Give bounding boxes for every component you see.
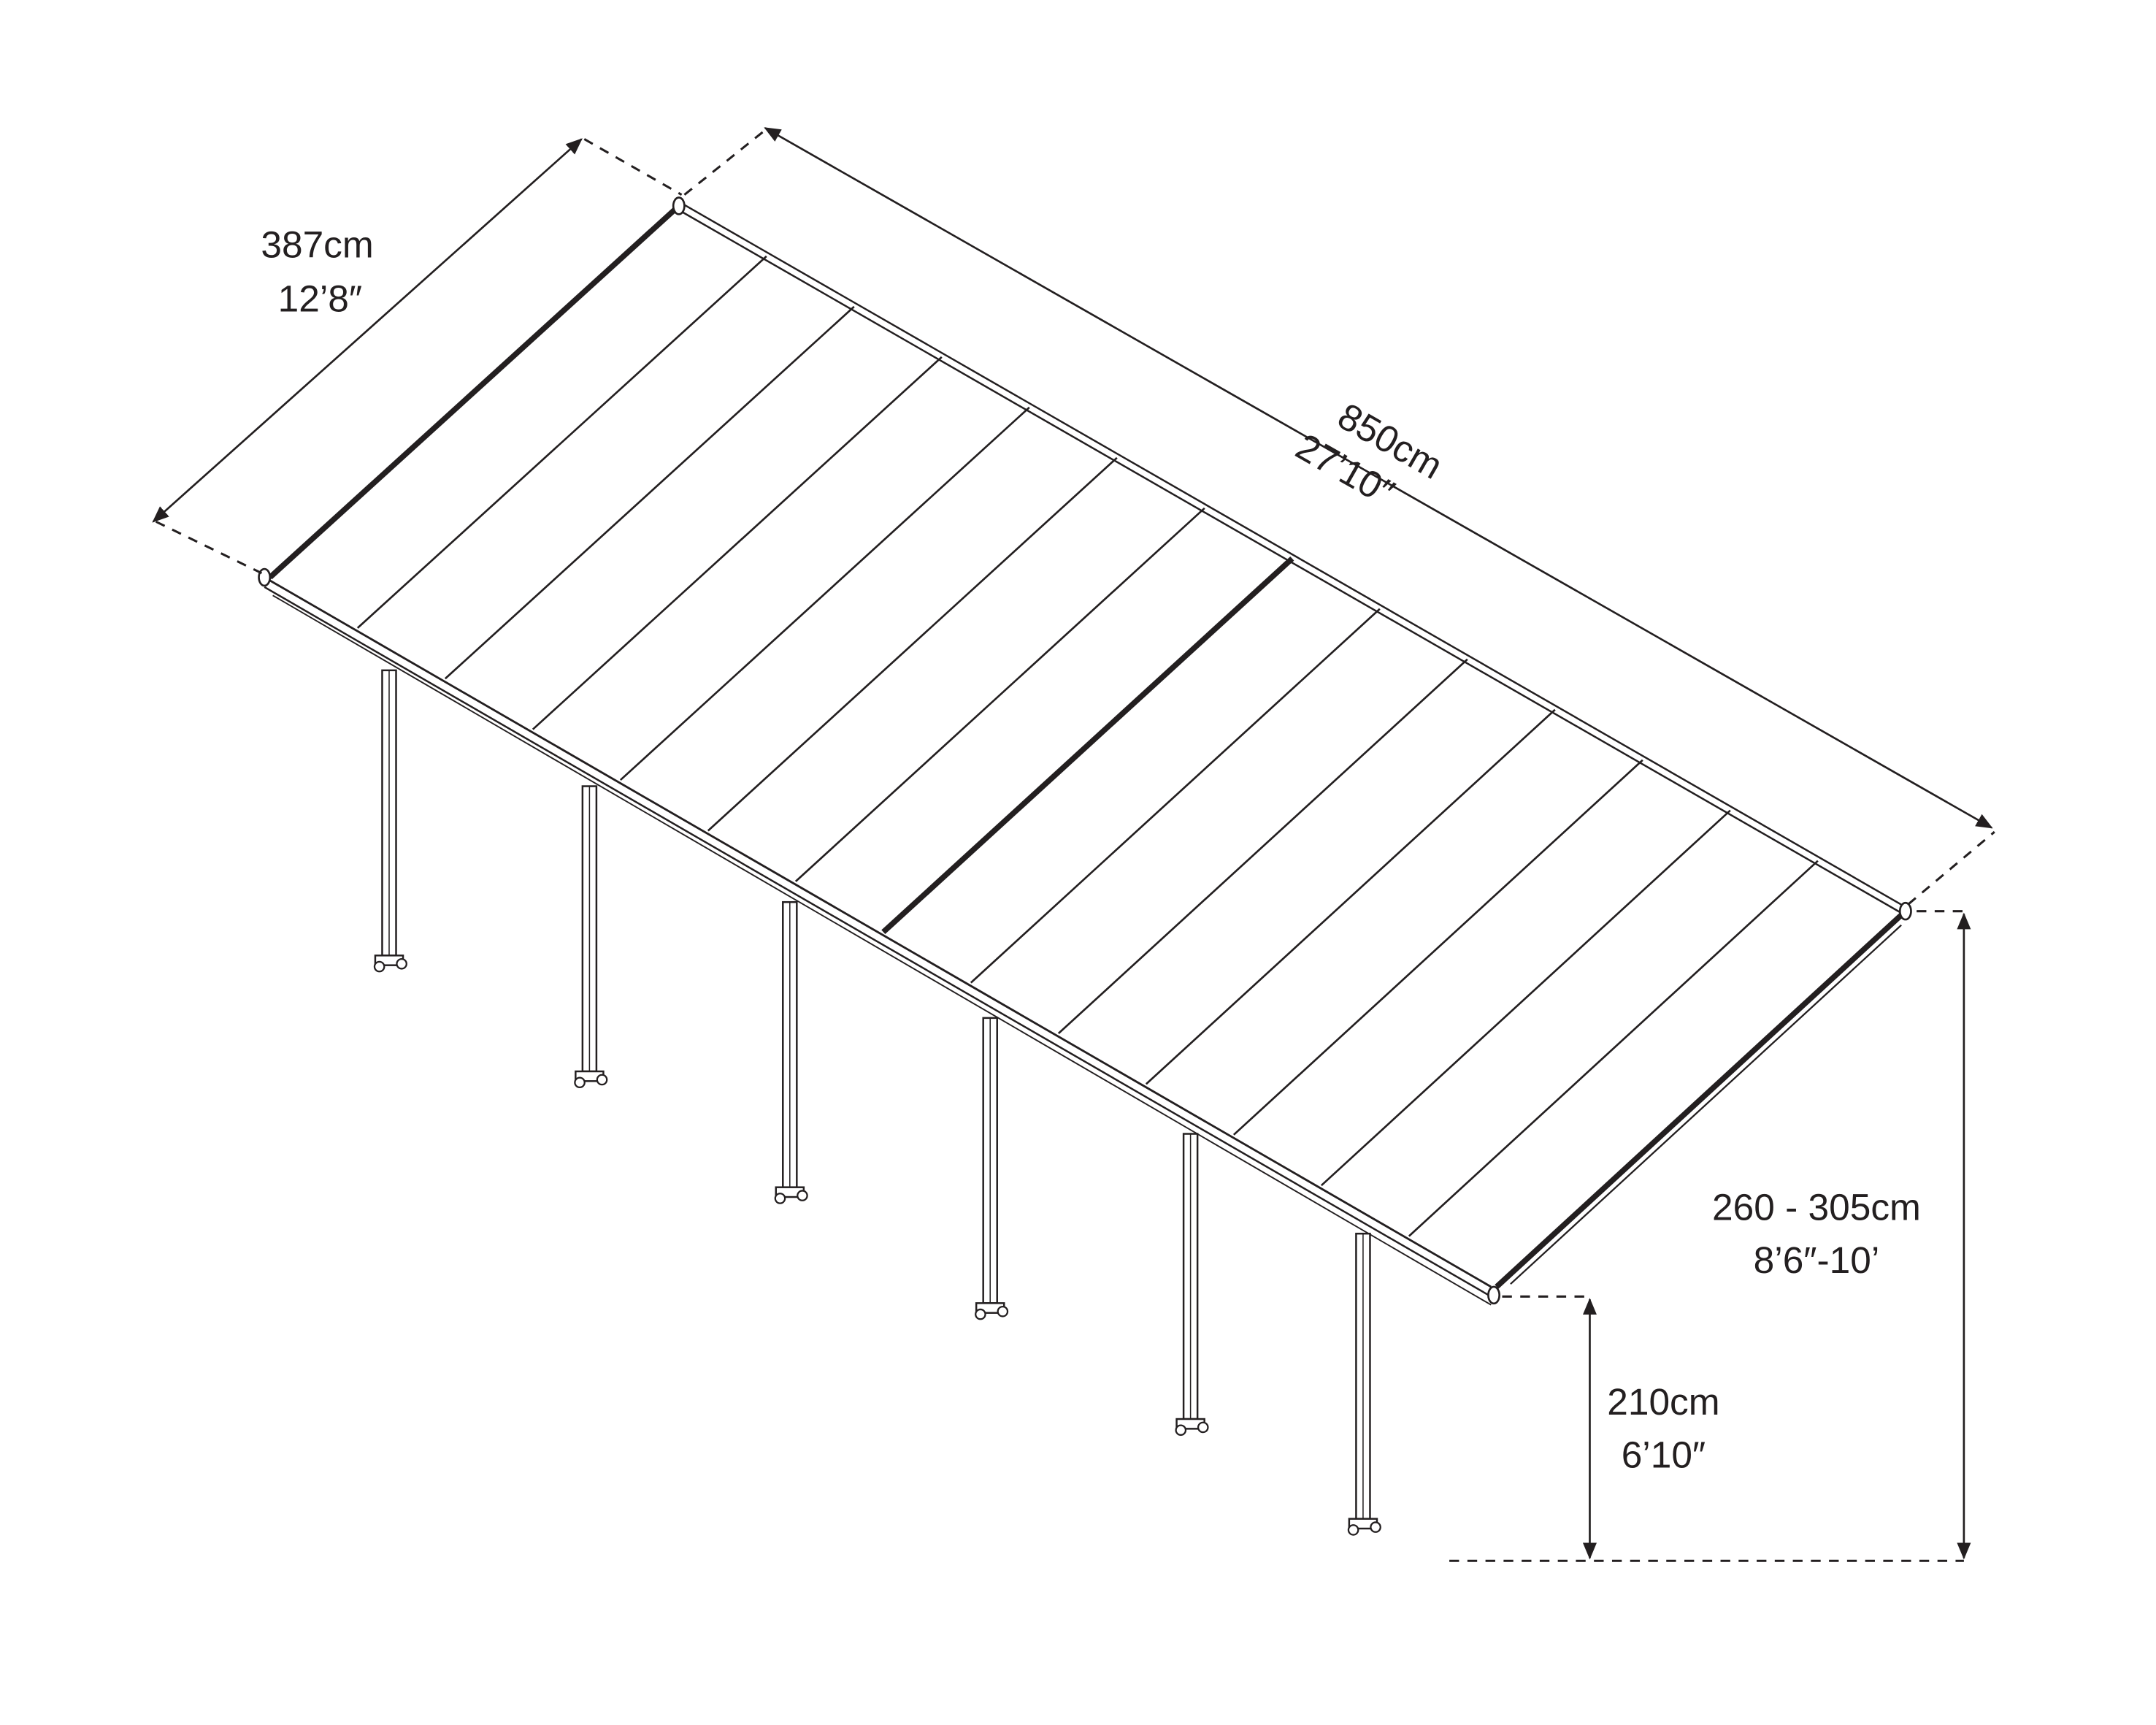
post bbox=[774, 900, 808, 1204]
anchor-bolt bbox=[574, 1076, 586, 1089]
post bbox=[1347, 1232, 1381, 1536]
max-height-metric: 260 - 305cm bbox=[1712, 1186, 1921, 1228]
post bbox=[373, 669, 407, 973]
front-beam bbox=[272, 594, 1492, 1306]
roof-panel-rib bbox=[1408, 860, 1819, 1237]
front-beam bbox=[264, 576, 1492, 1288]
posts bbox=[373, 669, 1381, 1536]
roof-panel-rib bbox=[1495, 909, 1908, 1289]
anchor-bolt bbox=[1175, 1424, 1187, 1437]
back-beam bbox=[678, 201, 1906, 909]
length-arrow bbox=[764, 127, 1993, 829]
roof-side-rail bbox=[1510, 924, 1902, 1285]
min-height-imperial: 6’10″ bbox=[1622, 1434, 1706, 1476]
anchor-bolt bbox=[373, 960, 385, 973]
max-height-imperial: 8’6″-10’ bbox=[1754, 1239, 1880, 1281]
beam-end-cap bbox=[1898, 901, 1912, 921]
width-dimension: 387cm 12’8″ bbox=[152, 138, 683, 575]
front-beam bbox=[264, 586, 1492, 1298]
length-dimension: 850cm 27’10″ bbox=[683, 127, 1995, 906]
anchor-bolt bbox=[396, 957, 407, 970]
beam-end-cap bbox=[1487, 1285, 1500, 1305]
roof bbox=[258, 196, 1912, 1306]
anchor-bolt bbox=[997, 1305, 1009, 1317]
back-beam bbox=[678, 209, 1906, 917]
width-metric: 387cm bbox=[261, 223, 373, 265]
anchor-bolt bbox=[1197, 1421, 1209, 1434]
width-arrow bbox=[152, 138, 583, 523]
post bbox=[1175, 1133, 1209, 1437]
min-height-metric: 210cm bbox=[1607, 1380, 1719, 1423]
anchor-bolt bbox=[1370, 1521, 1381, 1533]
roof-panel-rib bbox=[1320, 809, 1731, 1187]
anchor-bolt bbox=[797, 1190, 808, 1201]
anchor-bolt bbox=[596, 1074, 608, 1086]
anchor-bolt bbox=[1347, 1524, 1359, 1536]
width-imperial: 12’8″ bbox=[278, 278, 362, 320]
post bbox=[975, 1017, 1009, 1320]
max-height-dimension: 260 - 305cm 8’6″-10’ bbox=[1449, 910, 1971, 1562]
beam-end-cap bbox=[672, 196, 686, 215]
anchor-bolt bbox=[975, 1308, 986, 1320]
anchor-bolt bbox=[774, 1193, 786, 1204]
post bbox=[574, 785, 608, 1089]
min-height-dimension: 210cm 6’10″ bbox=[1502, 1295, 1720, 1560]
